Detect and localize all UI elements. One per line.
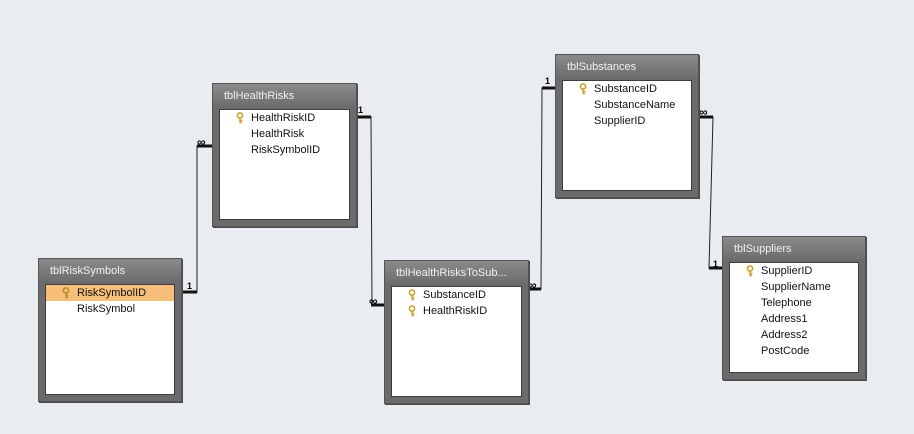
field-name: SupplierName bbox=[761, 281, 831, 293]
rel-one-label: 1 bbox=[358, 105, 363, 115]
key-icon bbox=[746, 265, 754, 277]
field-name: Address1 bbox=[761, 313, 808, 325]
rel-one-label: 1 bbox=[545, 76, 550, 86]
rel-one-label: 1 bbox=[713, 259, 718, 269]
table-title[interactable]: tblHealthRisksToSub... bbox=[385, 261, 528, 283]
field-row[interactable]: SubstanceID bbox=[392, 287, 521, 303]
field-name: SupplierID bbox=[594, 115, 646, 127]
field-name: HealthRisk bbox=[251, 128, 305, 140]
relationship-line bbox=[181, 145, 212, 293]
field-row[interactable]: SupplierName bbox=[730, 279, 858, 295]
field-name: Address2 bbox=[761, 329, 808, 341]
field-row[interactable]: SubstanceName bbox=[563, 97, 691, 113]
field-row[interactable]: SubstanceID bbox=[563, 81, 691, 97]
field-row[interactable]: SupplierID bbox=[563, 113, 691, 129]
rel-many-label: ∞ bbox=[699, 105, 708, 119]
key-icon bbox=[62, 287, 70, 299]
rel-many-label: ∞ bbox=[528, 278, 537, 292]
field-name: SubstanceID bbox=[423, 289, 486, 301]
field-name: SupplierID bbox=[761, 265, 813, 277]
field-list[interactable]: SupplierID SupplierName Telephone Addres… bbox=[729, 262, 859, 373]
relationship-line bbox=[698, 116, 722, 269]
field-list[interactable]: SubstanceID HealthRiskID bbox=[391, 286, 522, 397]
field-name: Telephone bbox=[761, 297, 812, 309]
field-row[interactable]: PostCode bbox=[730, 343, 858, 359]
rel-many-label: ∞ bbox=[369, 294, 378, 308]
table-substances[interactable]: tblSubstances SubstanceID SubstanceName … bbox=[555, 54, 699, 198]
table-title[interactable]: tblHealthRisks bbox=[213, 84, 356, 106]
field-row[interactable]: RiskSymbol bbox=[46, 301, 174, 317]
field-list[interactable]: SubstanceID SubstanceName SupplierID bbox=[562, 80, 692, 191]
key-icon bbox=[236, 112, 244, 124]
table-health-risks-to-substances[interactable]: tblHealthRisksToSub... SubstanceID Healt… bbox=[384, 260, 529, 404]
field-name: PostCode bbox=[761, 345, 810, 357]
field-name: HealthRiskID bbox=[251, 112, 316, 124]
relationship-line bbox=[356, 116, 385, 306]
relationship-line bbox=[528, 87, 556, 290]
field-name: RiskSymbolID bbox=[251, 144, 321, 156]
table-risk-symbols[interactable]: tblRiskSymbols RiskSymbolID RiskSymbol bbox=[38, 258, 182, 402]
field-row[interactable]: RiskSymbolID bbox=[46, 285, 174, 301]
field-name: RiskSymbol bbox=[77, 303, 136, 315]
field-name: SubstanceName bbox=[594, 99, 676, 111]
field-name: SubstanceID bbox=[594, 83, 657, 95]
field-list[interactable]: RiskSymbolID RiskSymbol bbox=[45, 284, 175, 395]
table-health-risks[interactable]: tblHealthRisks HealthRiskID HealthRisk R… bbox=[212, 83, 357, 227]
field-name: HealthRiskID bbox=[423, 305, 488, 317]
key-icon bbox=[408, 305, 416, 317]
field-name: RiskSymbolID bbox=[77, 287, 147, 299]
field-row[interactable]: SupplierID bbox=[730, 263, 858, 279]
field-row[interactable]: Address2 bbox=[730, 327, 858, 343]
field-list[interactable]: HealthRiskID HealthRisk RiskSymbolID bbox=[219, 109, 350, 220]
field-row[interactable]: RiskSymbolID bbox=[220, 142, 349, 158]
field-row[interactable]: HealthRisk bbox=[220, 126, 349, 142]
table-title[interactable]: tblSuppliers bbox=[723, 237, 865, 259]
table-suppliers[interactable]: tblSuppliers SupplierID SupplierName Tel… bbox=[722, 236, 866, 380]
key-icon bbox=[408, 289, 416, 301]
rel-many-label: ∞ bbox=[197, 135, 206, 149]
table-title[interactable]: tblSubstances bbox=[556, 55, 698, 77]
field-row[interactable]: HealthRiskID bbox=[220, 110, 349, 126]
field-row[interactable]: Telephone bbox=[730, 295, 858, 311]
field-row[interactable]: HealthRiskID bbox=[392, 303, 521, 319]
table-title[interactable]: tblRiskSymbols bbox=[39, 259, 181, 281]
field-row[interactable]: Address1 bbox=[730, 311, 858, 327]
key-icon bbox=[579, 83, 587, 95]
rel-one-label: 1 bbox=[187, 281, 192, 291]
